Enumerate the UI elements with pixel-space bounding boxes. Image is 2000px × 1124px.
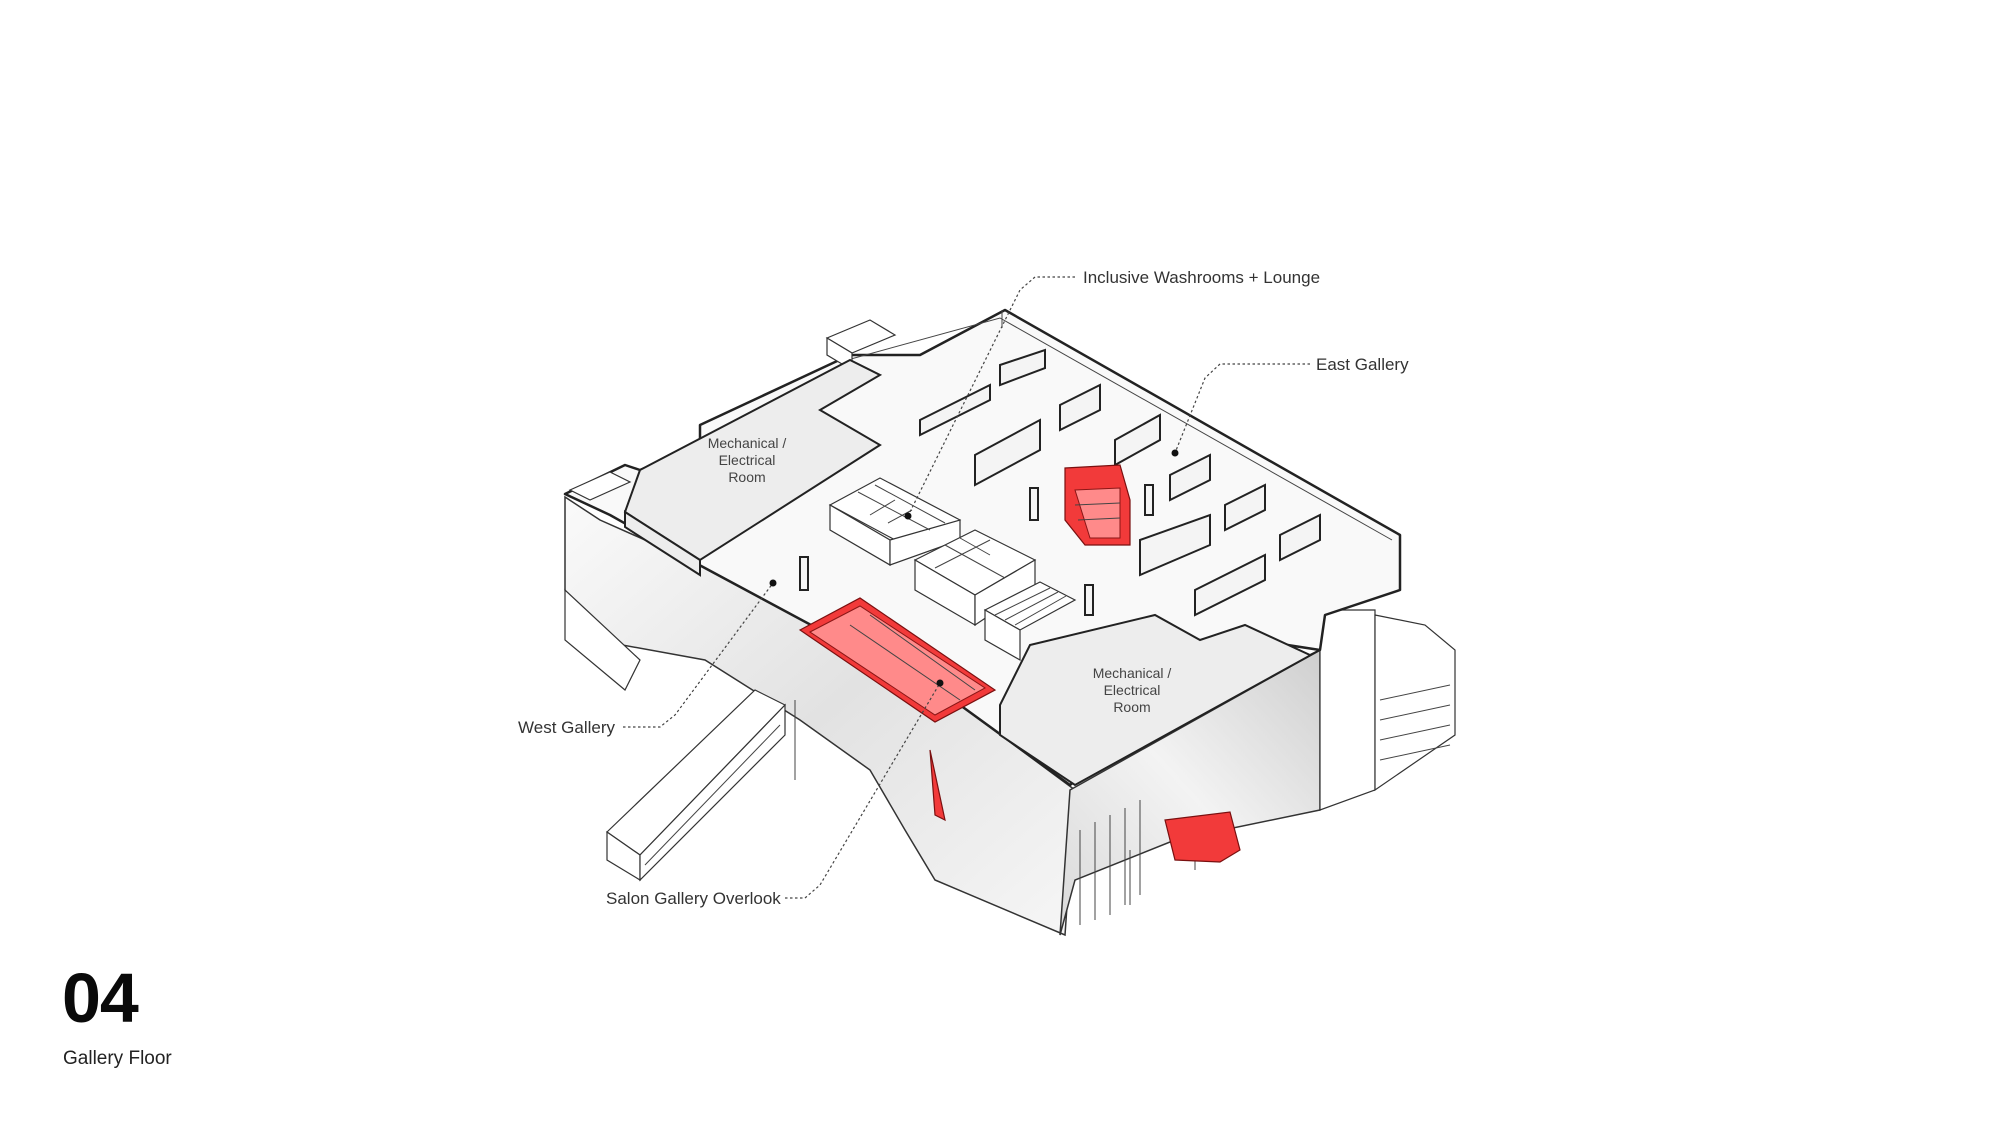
leader-washrooms — [907, 276, 1075, 517]
gallery-partitions — [799, 348, 1321, 617]
callout-east-gallery: East Gallery — [1171, 355, 1409, 457]
label-east-gallery: East Gallery — [1316, 355, 1409, 374]
label-west-gallery: West Gallery — [518, 718, 615, 737]
callout-inclusive-washrooms: Inclusive Washrooms + Lounge — [904, 268, 1320, 520]
mech-room-north-label: Mechanical / Electrical Room — [708, 435, 787, 485]
salon-gallery-overlook-void — [798, 597, 997, 723]
callout-salon-gallery-overlook: Salon Gallery Overlook — [606, 679, 944, 908]
leader-dot-salon-overlook — [936, 679, 944, 687]
leader-dot-east-gallery — [1171, 449, 1179, 457]
leader-east-gallery — [1174, 363, 1310, 454]
label-inclusive-washrooms: Inclusive Washrooms + Lounge — [1083, 268, 1320, 287]
leader-salon-overlook — [785, 682, 941, 899]
mech-north-line-1: Mechanical / — [708, 435, 787, 451]
callout-west-gallery: West Gallery — [518, 579, 777, 737]
page-subtitle: Gallery Floor — [63, 1048, 172, 1069]
east-gallery-red-stair — [1064, 464, 1131, 546]
mechanical-room-north — [623, 358, 883, 577]
page-number: 04 — [62, 959, 139, 1037]
leader-dot-west-gallery — [769, 579, 777, 587]
mech-south-line-2: Electrical — [1104, 682, 1161, 698]
washroom-core — [828, 477, 1077, 662]
mech-north-line-3: Room — [728, 469, 765, 485]
mech-room-south-label: Mechanical / Electrical Room — [1093, 665, 1172, 715]
label-salon-gallery-overlook: Salon Gallery Overlook — [606, 889, 781, 908]
leader-dot-washrooms — [904, 512, 912, 520]
mech-south-line-1: Mechanical / — [1093, 665, 1172, 681]
mechanical-room-south — [999, 613, 1321, 787]
leader-west-gallery — [623, 582, 774, 728]
building-facade — [564, 495, 1456, 937]
mech-north-line-2: Electrical — [719, 452, 776, 468]
mech-south-line-3: Room — [1113, 699, 1150, 715]
